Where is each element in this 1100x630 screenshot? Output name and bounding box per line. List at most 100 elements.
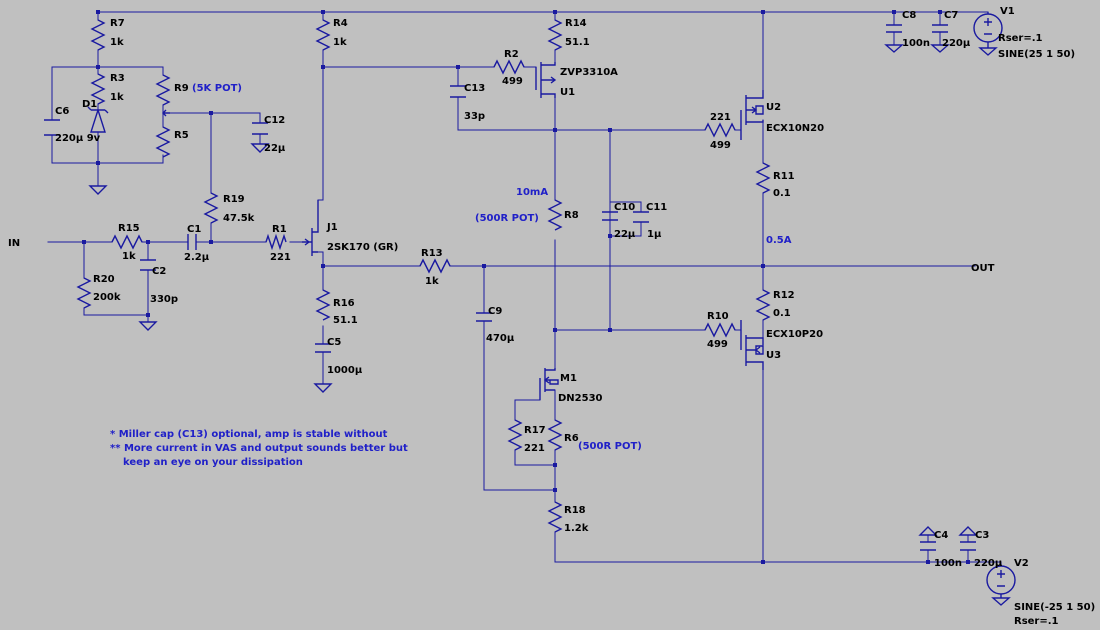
- r4-symbol: [315, 19, 331, 51]
- c10-ref: C10: [614, 202, 635, 213]
- c1-symbol: [187, 234, 197, 250]
- u2-symbol: [740, 90, 764, 140]
- r20-value: 200k: [93, 292, 121, 303]
- junctions: [82, 10, 970, 564]
- ground-icon: [991, 597, 1011, 606]
- r10-value: 499: [707, 339, 728, 350]
- r16-ref: R16: [333, 298, 355, 309]
- r1-value: 221: [270, 252, 291, 263]
- r-u2-gate-symbol: [704, 122, 736, 138]
- c5-value: 1000µ: [327, 365, 363, 376]
- r6-symbol: [547, 419, 563, 451]
- r2-value: 499: [502, 76, 523, 87]
- c11-value: 1µ: [647, 229, 662, 240]
- junction-dot: [209, 240, 213, 244]
- junction-dot: [209, 111, 213, 115]
- c4-ref: C4: [934, 530, 948, 541]
- junction-dot: [761, 264, 765, 268]
- annotations: 10mA 0.5A * Miller cap (C13) optional, a…: [110, 187, 792, 468]
- c7-value: 220µ: [942, 38, 971, 49]
- junction-dot: [966, 560, 970, 564]
- r18-value: 1.2k: [564, 523, 589, 534]
- r1-ref: R1: [272, 224, 287, 235]
- j1-value: 2SK170 (GR): [327, 242, 398, 253]
- c8-symbol: [886, 24, 902, 33]
- r9-value: (5K POT): [192, 83, 242, 94]
- junction-dot: [553, 128, 557, 132]
- net-label-out: OUT: [971, 263, 995, 274]
- junction-dot: [96, 10, 100, 14]
- c6-symbol: [44, 119, 60, 136]
- ground-icon: [138, 321, 158, 331]
- m1-ref: M1: [560, 373, 577, 384]
- j1-ref: J1: [326, 222, 338, 233]
- junction-dot: [146, 240, 150, 244]
- r19-ref: R19: [223, 194, 245, 205]
- u1-value: ZVP3310A: [560, 67, 618, 78]
- junction-dot: [553, 328, 557, 332]
- r8-value: (500R POT): [475, 213, 539, 224]
- r17-ref: R17: [524, 425, 546, 436]
- c2-symbol: [140, 259, 156, 271]
- vas-current-annotation: 10mA: [516, 187, 548, 198]
- r16-symbol: [315, 289, 331, 321]
- r20-ref: R20: [93, 274, 115, 285]
- c9-ref: C9: [488, 306, 502, 317]
- ground-icon: [884, 44, 904, 53]
- junction-dot: [608, 234, 612, 238]
- u2-ref: U2: [766, 102, 781, 113]
- v1-ref: V1: [1000, 6, 1015, 17]
- ground-icon: [250, 143, 270, 153]
- v2-rser: Rser=.1: [1014, 616, 1059, 627]
- junction-dot: [608, 128, 612, 132]
- r6-value: (500R POT): [578, 441, 642, 452]
- r14-value: 51.1: [565, 37, 590, 48]
- ground-icon: [313, 383, 333, 393]
- u1-symbol: [535, 62, 557, 98]
- c3-ref: C3: [975, 530, 989, 541]
- r-u2-gate-ref: 221: [710, 112, 731, 123]
- d1-symbol: [87, 106, 109, 133]
- v2-marks: [997, 570, 1005, 598]
- ground-icon: [978, 47, 998, 56]
- c5-symbol: [315, 343, 331, 353]
- r6-ref: R6: [564, 433, 579, 444]
- r12-symbol: [755, 289, 771, 321]
- junction-dot: [321, 65, 325, 69]
- r-u2-gate-value: 499: [710, 140, 731, 151]
- r12-ref: R12: [773, 290, 795, 301]
- c13-ref: C13: [464, 83, 485, 94]
- junction-dot: [146, 313, 150, 317]
- r8-symbol: [547, 199, 563, 231]
- r4-value: 1k: [333, 37, 347, 48]
- r13-value: 1k: [425, 276, 439, 287]
- c9-symbol: [476, 312, 492, 322]
- ground-icon: [930, 44, 950, 53]
- r15-value: 1k: [122, 251, 136, 262]
- u1-ref: U1: [560, 87, 575, 98]
- component-labels: R7 1k R3 1k D1 C6 220µ 9v R9 (5K POT) R5…: [55, 6, 1095, 627]
- c3-value: 220µ: [974, 558, 1003, 569]
- u3-symbol: [740, 320, 764, 370]
- r20-symbol: [76, 277, 92, 309]
- c4-value: 100n: [934, 558, 962, 569]
- r3-value: 1k: [110, 92, 124, 103]
- c10-value: 22µ: [614, 229, 636, 240]
- r15-symbol: [111, 234, 143, 250]
- design-note-3: keep an eye on your dissipation: [123, 457, 303, 468]
- c4-symbol: [920, 541, 936, 551]
- r5-symbol: [155, 126, 171, 158]
- c11-symbol: [633, 211, 649, 223]
- c8-value: 100n: [902, 38, 930, 49]
- c3-symbol: [960, 541, 976, 551]
- junction-dot: [96, 161, 100, 165]
- r18-symbol: [547, 501, 563, 533]
- r2-ref: R2: [504, 49, 519, 60]
- c2-ref: C2: [152, 266, 166, 277]
- c11-ref: C11: [646, 202, 667, 213]
- d1-ref: D1: [82, 99, 97, 110]
- ground-icon: [918, 526, 938, 536]
- ground-symbols: [88, 44, 1011, 606]
- c6-ref: C6: [55, 106, 69, 117]
